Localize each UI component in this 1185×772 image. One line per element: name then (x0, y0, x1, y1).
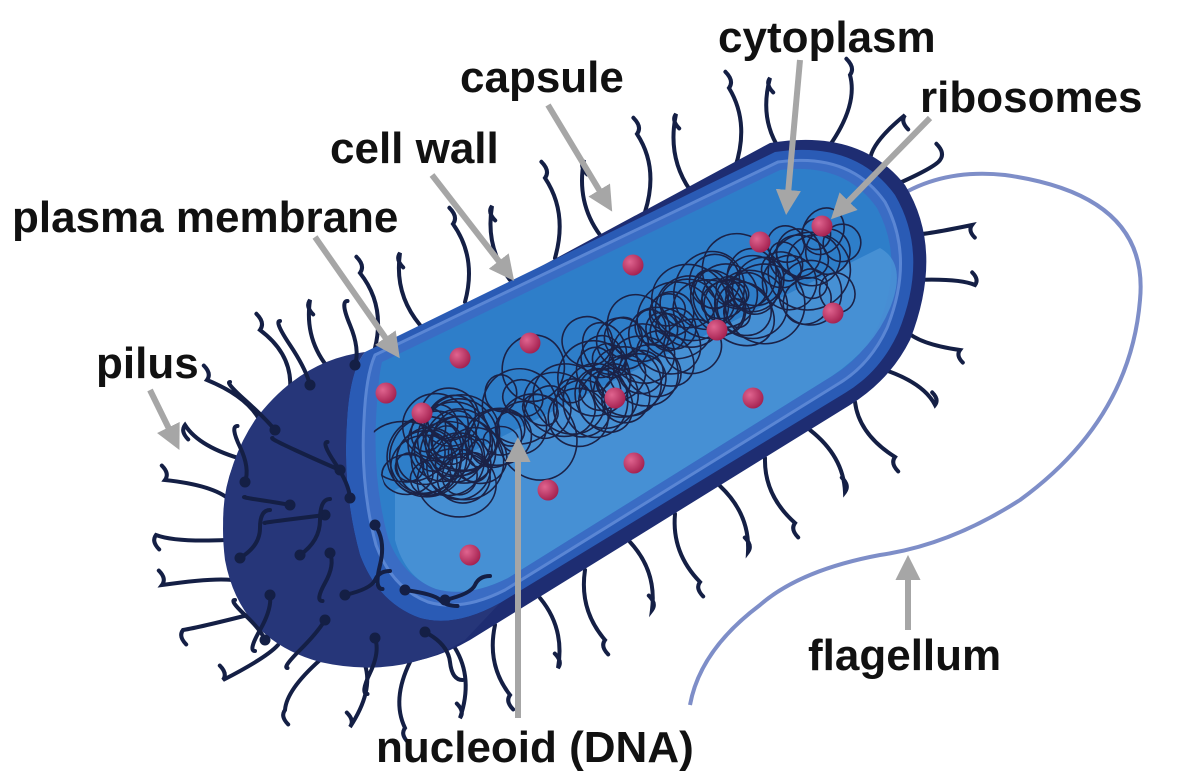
ribosome-icon (412, 403, 433, 424)
pilus-base (270, 425, 281, 436)
ribosome-icon (605, 388, 626, 409)
pilus-strand (830, 59, 852, 145)
label-ribosomes: ribosomes (920, 73, 1143, 122)
pilus-strand (673, 114, 690, 190)
pilus-strand (855, 402, 898, 471)
pilus-strand (810, 430, 847, 492)
pilus-base (400, 585, 411, 596)
pilus-strand (905, 330, 963, 363)
pilus-strand (308, 300, 330, 370)
pilus-base (240, 477, 251, 488)
ribosome-icon (743, 388, 764, 409)
pilus-strand (870, 115, 908, 160)
pilus-strand (347, 665, 367, 727)
pilus-strand (675, 514, 704, 596)
ribosome-icon (520, 333, 541, 354)
label-cytoplasm: cytoplasm (718, 13, 936, 62)
ribosome-icon (812, 216, 833, 237)
ribosome-icon (707, 320, 728, 341)
pilus-strand (584, 570, 608, 654)
pilus-base (305, 380, 316, 391)
label-pilus: pilus (96, 339, 199, 388)
pilus-strand (633, 118, 650, 212)
pilus-strand (204, 366, 262, 425)
ribosome-icon (624, 453, 645, 474)
pilus-base (320, 615, 331, 626)
ribosome-icon (750, 232, 771, 253)
pilus-base (260, 635, 271, 646)
ribosome-icon (623, 255, 644, 276)
ribosome-icon (538, 480, 559, 501)
pilus-base (420, 627, 431, 638)
pilus-strand (455, 648, 466, 718)
pilus-base (440, 595, 451, 606)
pilus-base (265, 590, 276, 601)
arrow-icon (432, 175, 508, 273)
label-flagellum: flagellum (808, 631, 1001, 680)
label-nucleoid: nucleoid (DNA) (376, 723, 694, 772)
pilus-strand (493, 625, 513, 709)
pilus-strand (766, 78, 780, 150)
label-cell-wall: cell wall (330, 124, 499, 173)
ribosome-icon (376, 383, 397, 404)
pilus-base (295, 550, 306, 561)
pilus-base (285, 500, 296, 511)
pilus-base (370, 520, 381, 531)
pilus-base (350, 360, 361, 371)
ribosome-icon (460, 545, 481, 566)
pilus-strand (162, 466, 230, 500)
pilus-strand (541, 162, 559, 258)
pilus-strand (885, 370, 937, 405)
pilus-strand (725, 72, 741, 168)
pilus-strand (181, 615, 248, 644)
pilus-strand (540, 598, 560, 668)
label-capsule: capsule (460, 53, 624, 102)
pilus-strand (765, 458, 798, 537)
pilus-base (235, 553, 246, 564)
pilus-strand (398, 253, 420, 325)
arrow-icon (150, 390, 175, 441)
label-plasma-membrane: plasma membrane (12, 193, 398, 242)
arrow-icon (548, 105, 607, 203)
pilus-strand (630, 542, 654, 610)
pilus-strand (159, 571, 232, 585)
pilus-strand (256, 314, 290, 390)
pilus-strand (154, 535, 226, 549)
pilus-base (370, 633, 381, 644)
ribosome-icon (823, 303, 844, 324)
ribosome-icon (450, 348, 471, 369)
pilus-strand (283, 660, 320, 724)
pilus-base (345, 493, 356, 504)
pilus-base (340, 590, 351, 601)
pilus-strand (220, 645, 278, 680)
pilus-strand (720, 486, 750, 552)
pilus-base (325, 548, 336, 559)
